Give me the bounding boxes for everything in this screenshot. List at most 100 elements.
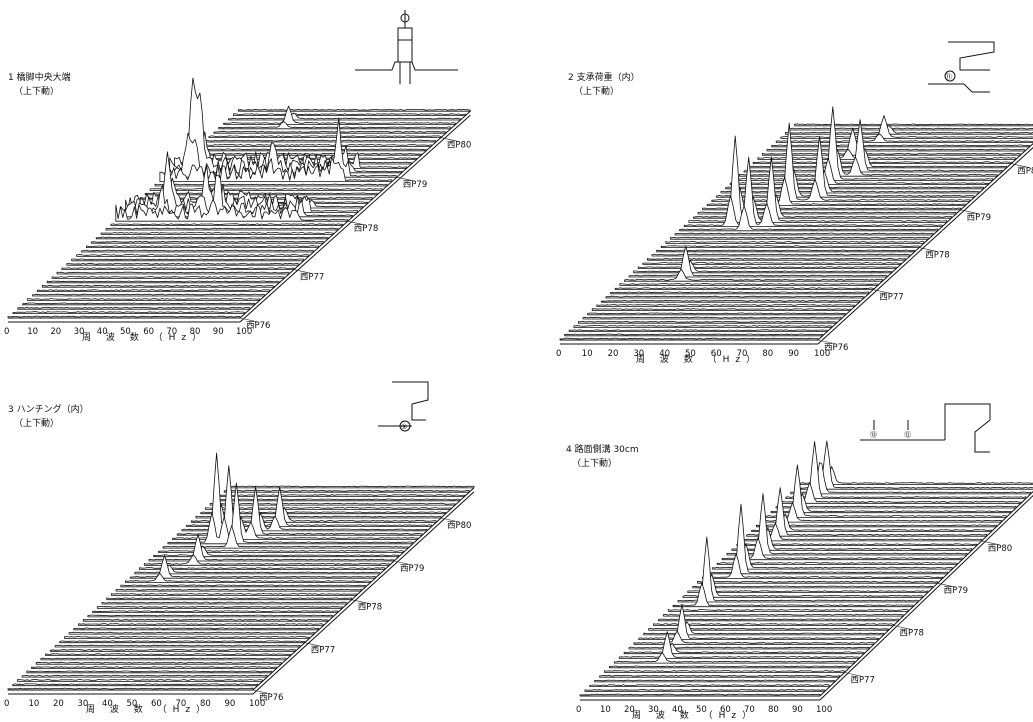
spectrum-slice xyxy=(766,140,1026,152)
spectrum-slice xyxy=(17,306,251,310)
spectra-traces xyxy=(7,452,475,691)
x-tick-label: 80 xyxy=(200,699,211,709)
pier-label: 西P80 xyxy=(1017,167,1033,177)
spectrum-slice xyxy=(725,186,984,190)
axis-frame-depth xyxy=(239,114,471,323)
x-tick-label: 40 xyxy=(102,699,113,709)
spectrum-slice xyxy=(100,232,334,235)
spectrum-slice xyxy=(218,121,452,130)
x-tick-label: 90 xyxy=(788,349,799,359)
spectrum-slice xyxy=(683,156,943,227)
spectrum-slice xyxy=(707,503,948,575)
spectrum-slice xyxy=(73,627,320,631)
spectrum-slice xyxy=(647,257,906,261)
spectrum-slice xyxy=(656,249,915,253)
spectrum-slice xyxy=(184,157,417,160)
pier-label: 西P80 xyxy=(447,141,471,151)
axis-frame-depth xyxy=(252,491,475,695)
pier-cross-section-icon xyxy=(355,10,458,84)
spectrum-slice xyxy=(237,108,471,112)
pier-tick xyxy=(873,289,892,294)
x-tick-label: 20 xyxy=(53,699,64,709)
pier-tick xyxy=(440,517,460,523)
spectrum-slice xyxy=(720,170,980,194)
spectrum-slice xyxy=(129,554,376,579)
pier-tick xyxy=(960,209,979,215)
x-tick-label: 30 xyxy=(633,349,644,359)
x-tick-label: 0 xyxy=(4,327,9,337)
haunch-section-icon: ⑨ xyxy=(378,381,429,432)
pier-label: 西P76 xyxy=(246,321,270,331)
spectrum-slice xyxy=(765,464,1007,518)
spectrum-slice xyxy=(697,580,938,584)
x-tick-label: 20 xyxy=(50,327,61,337)
spectrum-slice xyxy=(31,666,277,669)
spectrum-slice xyxy=(794,123,1033,127)
x-tick-label: 100 xyxy=(814,349,830,359)
panel-title: 2 支承荷重（内） xyxy=(568,71,640,83)
spectrum-slice xyxy=(76,254,309,257)
spectrum-slice xyxy=(736,543,978,546)
spectrum-slice xyxy=(751,513,992,532)
x-tick-label: 70 xyxy=(737,349,748,359)
x-tick-label: 30 xyxy=(648,705,659,715)
spectrum-slice xyxy=(61,267,295,270)
spectrum-slice xyxy=(228,112,461,121)
spectrum-slice xyxy=(95,236,329,240)
x-tick-label: 10 xyxy=(600,705,611,715)
road-gutter-section-icon: ⑬ ⑫ xyxy=(860,403,991,453)
spectrum-slice xyxy=(209,502,456,506)
spectrum-slice xyxy=(604,670,845,673)
pier-tick xyxy=(252,689,272,695)
axis-frame-depth xyxy=(819,495,1033,701)
spectrum-slice xyxy=(638,604,880,640)
pier-tick xyxy=(304,642,323,647)
panel-subtitle: （上下動） xyxy=(574,86,619,97)
spectrum-slice xyxy=(120,174,354,218)
spectrum-slice xyxy=(21,674,268,678)
spectrum-slice xyxy=(757,148,1017,160)
pier-tick xyxy=(817,339,837,345)
spectrum-slice xyxy=(228,485,475,489)
panel-subtitle: （上下動） xyxy=(14,418,59,429)
spectrum-slice xyxy=(594,679,836,683)
pier-tick xyxy=(351,599,370,604)
spectrum-slice xyxy=(26,670,273,674)
spectrum-slice xyxy=(86,245,319,248)
spectrum-slice xyxy=(139,567,385,570)
spectrum-slice xyxy=(770,493,1012,514)
spectrum-slice xyxy=(64,636,310,639)
pier-tick xyxy=(981,540,1000,546)
spectrum-slice xyxy=(665,241,925,244)
spectrum-slice xyxy=(96,606,343,609)
spectrum-slice xyxy=(582,316,842,320)
spectrum-slice xyxy=(71,258,305,262)
x-tick-label: 90 xyxy=(213,327,224,337)
spectrum-slice xyxy=(111,593,357,596)
spectrum-slice xyxy=(624,268,883,282)
x-tick-label: 80 xyxy=(768,705,779,715)
x-tick-label: 50 xyxy=(127,699,138,709)
pier-label: 西P78 xyxy=(354,224,378,234)
x-tick-label: 40 xyxy=(672,705,683,715)
spectra-traces xyxy=(579,440,1033,697)
spectrum-slice xyxy=(731,527,973,551)
pier-label: 西P79 xyxy=(944,586,968,596)
x-tick-label: 60 xyxy=(151,699,162,709)
spectrum-slice xyxy=(702,553,943,579)
spectrum-slice xyxy=(213,130,447,134)
spectrum-slice xyxy=(115,199,349,222)
spectrum-slice xyxy=(149,188,383,191)
x-tick-label: 0 xyxy=(4,699,9,709)
spectrum-slice xyxy=(756,524,997,528)
x-tick-label: 60 xyxy=(711,349,722,359)
pier-tick xyxy=(919,247,938,252)
icon-label: ⑪ xyxy=(945,73,952,81)
spectrum-slice xyxy=(660,245,920,248)
x-tick-label: 80 xyxy=(762,349,773,359)
spectrum-slice xyxy=(771,144,1030,148)
x-axis-label: 周 波 数 （Hz） xyxy=(632,709,757,721)
